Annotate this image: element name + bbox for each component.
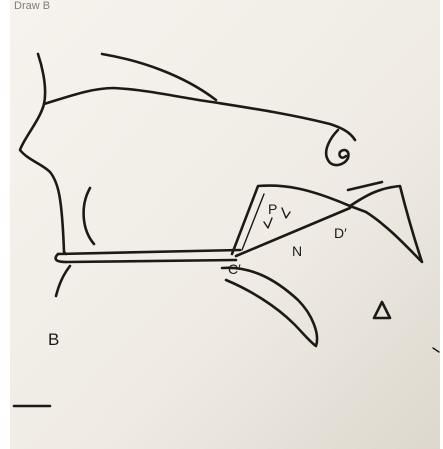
photo-area: Draw B B P N C′ D′ bbox=[10, 0, 440, 449]
label-c-prime: C′ bbox=[228, 261, 241, 277]
label-d-prime: D′ bbox=[334, 225, 347, 241]
header-fragment: Draw B bbox=[14, 0, 50, 12]
label-figure-b: B bbox=[48, 330, 59, 349]
paper-background bbox=[10, 0, 440, 449]
diagram-canvas: Draw B B P N C′ D′ bbox=[10, 0, 440, 449]
label-n: N bbox=[292, 243, 302, 259]
label-p: P bbox=[268, 201, 277, 217]
